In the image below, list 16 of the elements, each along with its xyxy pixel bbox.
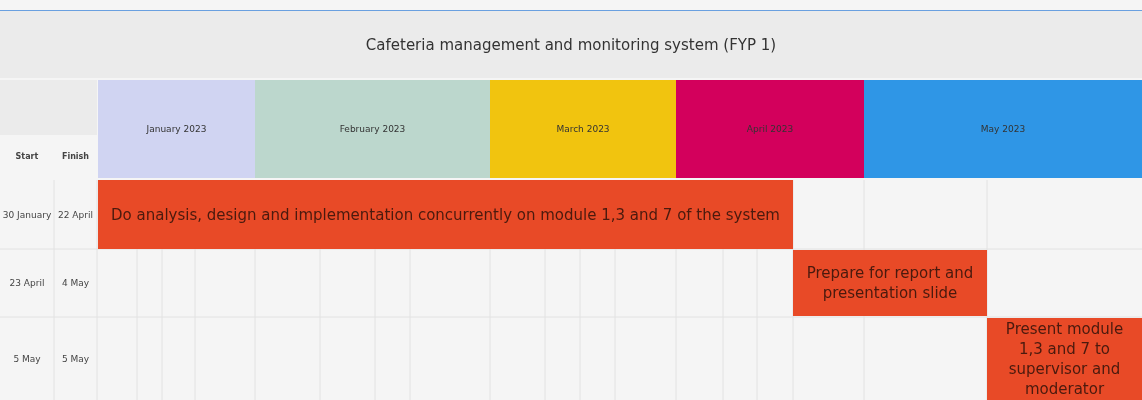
column-header: Finish (61, 152, 90, 161)
finish-date: 5 May (61, 354, 90, 364)
chart-title: Cafeteria management and monitoring system (FYP 1) (0, 10, 1142, 78)
column-header: Start (15, 152, 39, 161)
month-header: February 2023 (255, 80, 490, 178)
task-bar: Prepare for report and presentation slide (793, 250, 987, 316)
task-bar: Present module 1,3 and 7 to supervisor and moderator (987, 318, 1142, 400)
task-bar: Do analysis, design and implementation concurrently on module 1,3 and 7 of the system (98, 180, 793, 249)
finish-date: 4 May (61, 278, 90, 288)
month-header: April 2023 (676, 80, 864, 178)
month-header: March 2023 (490, 80, 676, 178)
start-date: 30 January (2, 209, 52, 220)
start-date: 5 May (13, 354, 41, 364)
month-header: January 2023 (98, 80, 255, 178)
start-date: 23 April (9, 278, 45, 288)
month-header: May 2023 (864, 80, 1142, 178)
